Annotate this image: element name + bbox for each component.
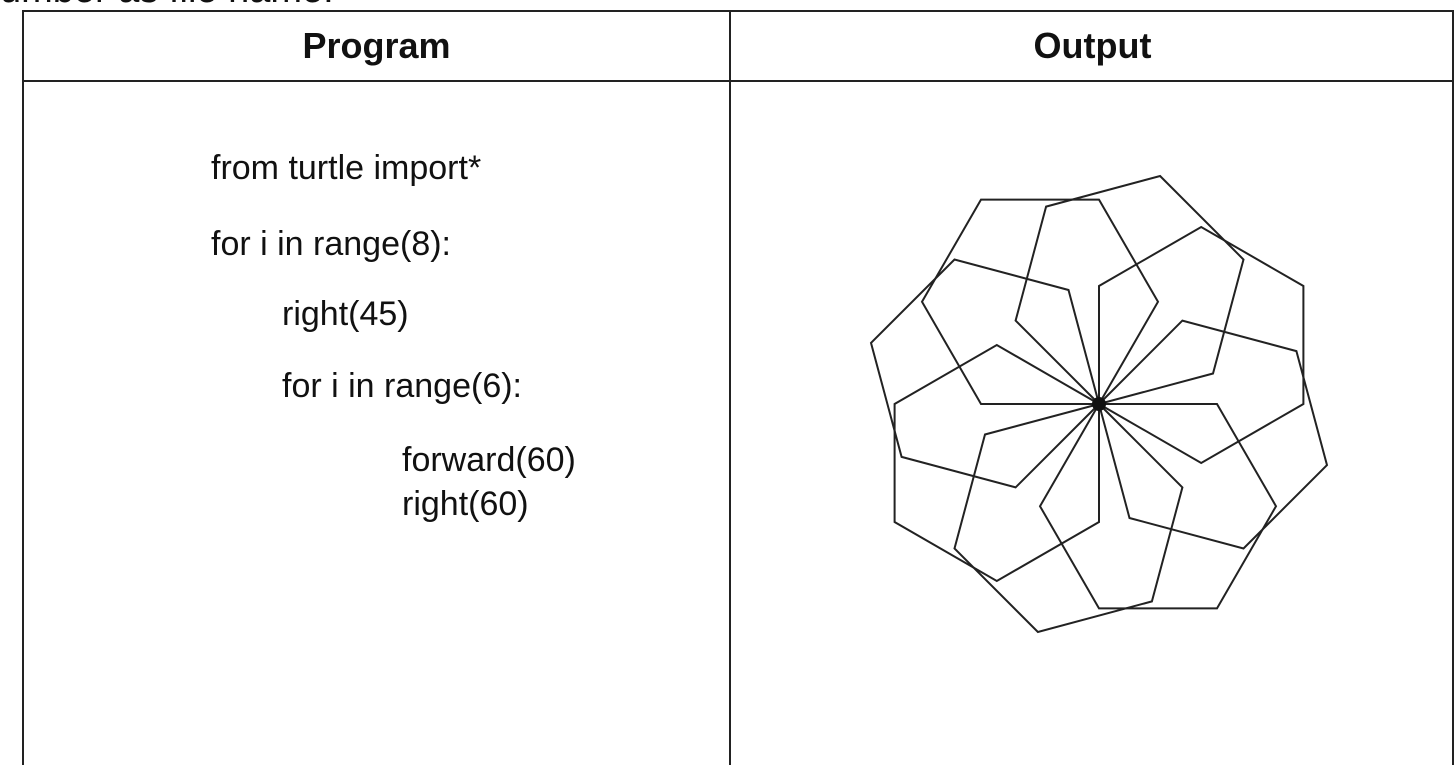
code-line-import: from turtle import* bbox=[211, 149, 482, 187]
code-line-right-45: right(45) bbox=[282, 295, 409, 333]
program-output-table: Program Output from turtle import* for i… bbox=[22, 10, 1454, 765]
column-divider bbox=[729, 12, 731, 765]
code-line-outer-loop: for i in range(8): bbox=[211, 225, 451, 263]
code-line-right-60: right(60) bbox=[402, 485, 529, 523]
turtle-cursor-center bbox=[1092, 397, 1106, 411]
program-column-header: Program bbox=[302, 25, 451, 66]
cropped-instruction-text: umber as file name. bbox=[0, 0, 334, 10]
code-line-inner-loop: for i in range(6): bbox=[282, 367, 522, 405]
turtle-hexagon bbox=[1038, 403, 1278, 610]
header-divider bbox=[24, 80, 1452, 82]
output-column-header: Output bbox=[1033, 25, 1152, 66]
turtle-hexagon bbox=[1014, 174, 1245, 406]
turtle-hexagon bbox=[920, 198, 1160, 405]
turtle-hexagon bbox=[893, 343, 1100, 583]
turtle-hexagon-rosette bbox=[869, 174, 1329, 634]
code-line-forward-60: forward(60) bbox=[402, 441, 576, 479]
turtle-hexagon bbox=[869, 258, 1101, 489]
turtle-hexagon bbox=[1098, 225, 1305, 465]
turtle-output-drawing bbox=[869, 174, 1329, 634]
turtle-hexagon bbox=[1097, 319, 1329, 550]
turtle-hexagon bbox=[953, 402, 1184, 634]
